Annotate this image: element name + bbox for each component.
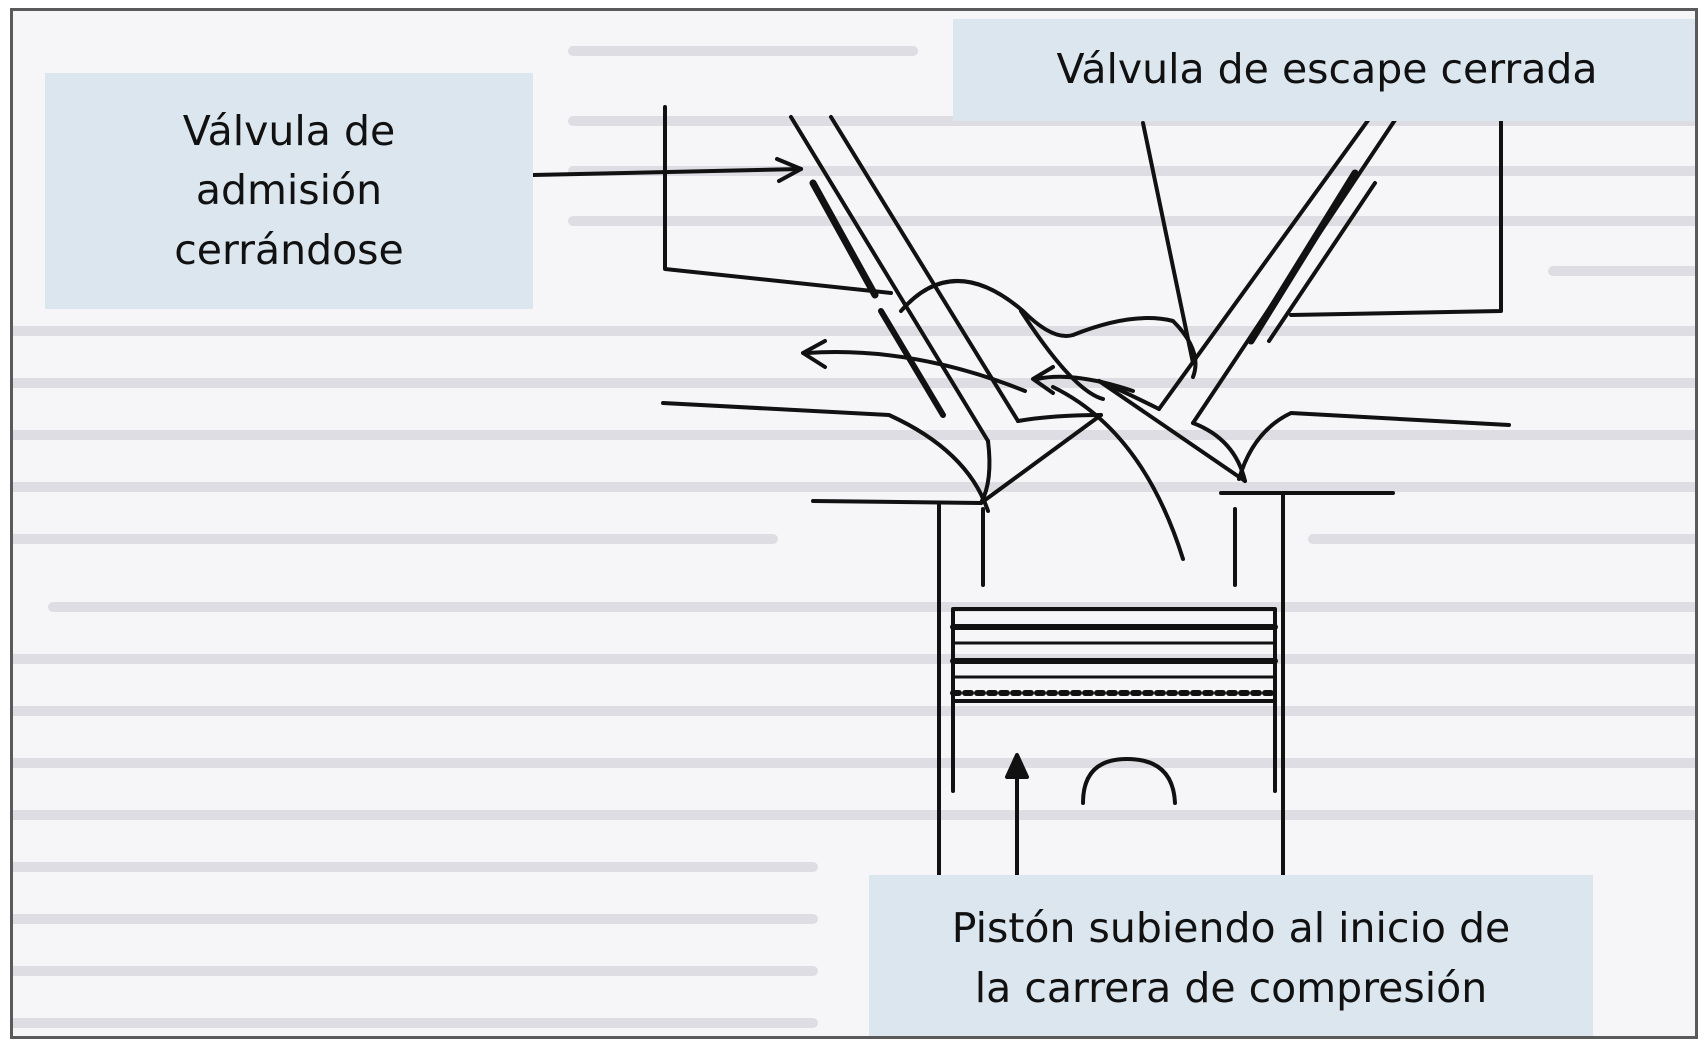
intake-callout-line <box>531 167 803 177</box>
flow-arrow-center <box>1035 374 1135 393</box>
intake-valve <box>789 115 1103 505</box>
exhaust-valve-label: Válvula de escape cerrada <box>953 19 1695 121</box>
figure-frame: Válvula de admisión cerrándose Válvula d… <box>10 8 1698 1039</box>
exhaust-valve <box>1097 115 1399 483</box>
exhaust-callout-line <box>1141 121 1195 365</box>
intake-valve-label: Válvula de admisión cerrándose <box>45 73 533 309</box>
head-deck-left <box>811 499 983 505</box>
intake-port <box>661 105 990 513</box>
flow-arrow-left <box>805 350 1027 393</box>
crank-arc <box>1081 757 1177 805</box>
piston <box>950 607 1278 793</box>
piston-label: Pistón subiendo al inicio de la carrera … <box>869 875 1593 1036</box>
engine-cylinder-diagram <box>531 105 1511 963</box>
background-text-lines <box>13 46 1695 1028</box>
swirl-arc <box>1051 385 1185 561</box>
combustion-chamber <box>899 279 1198 379</box>
